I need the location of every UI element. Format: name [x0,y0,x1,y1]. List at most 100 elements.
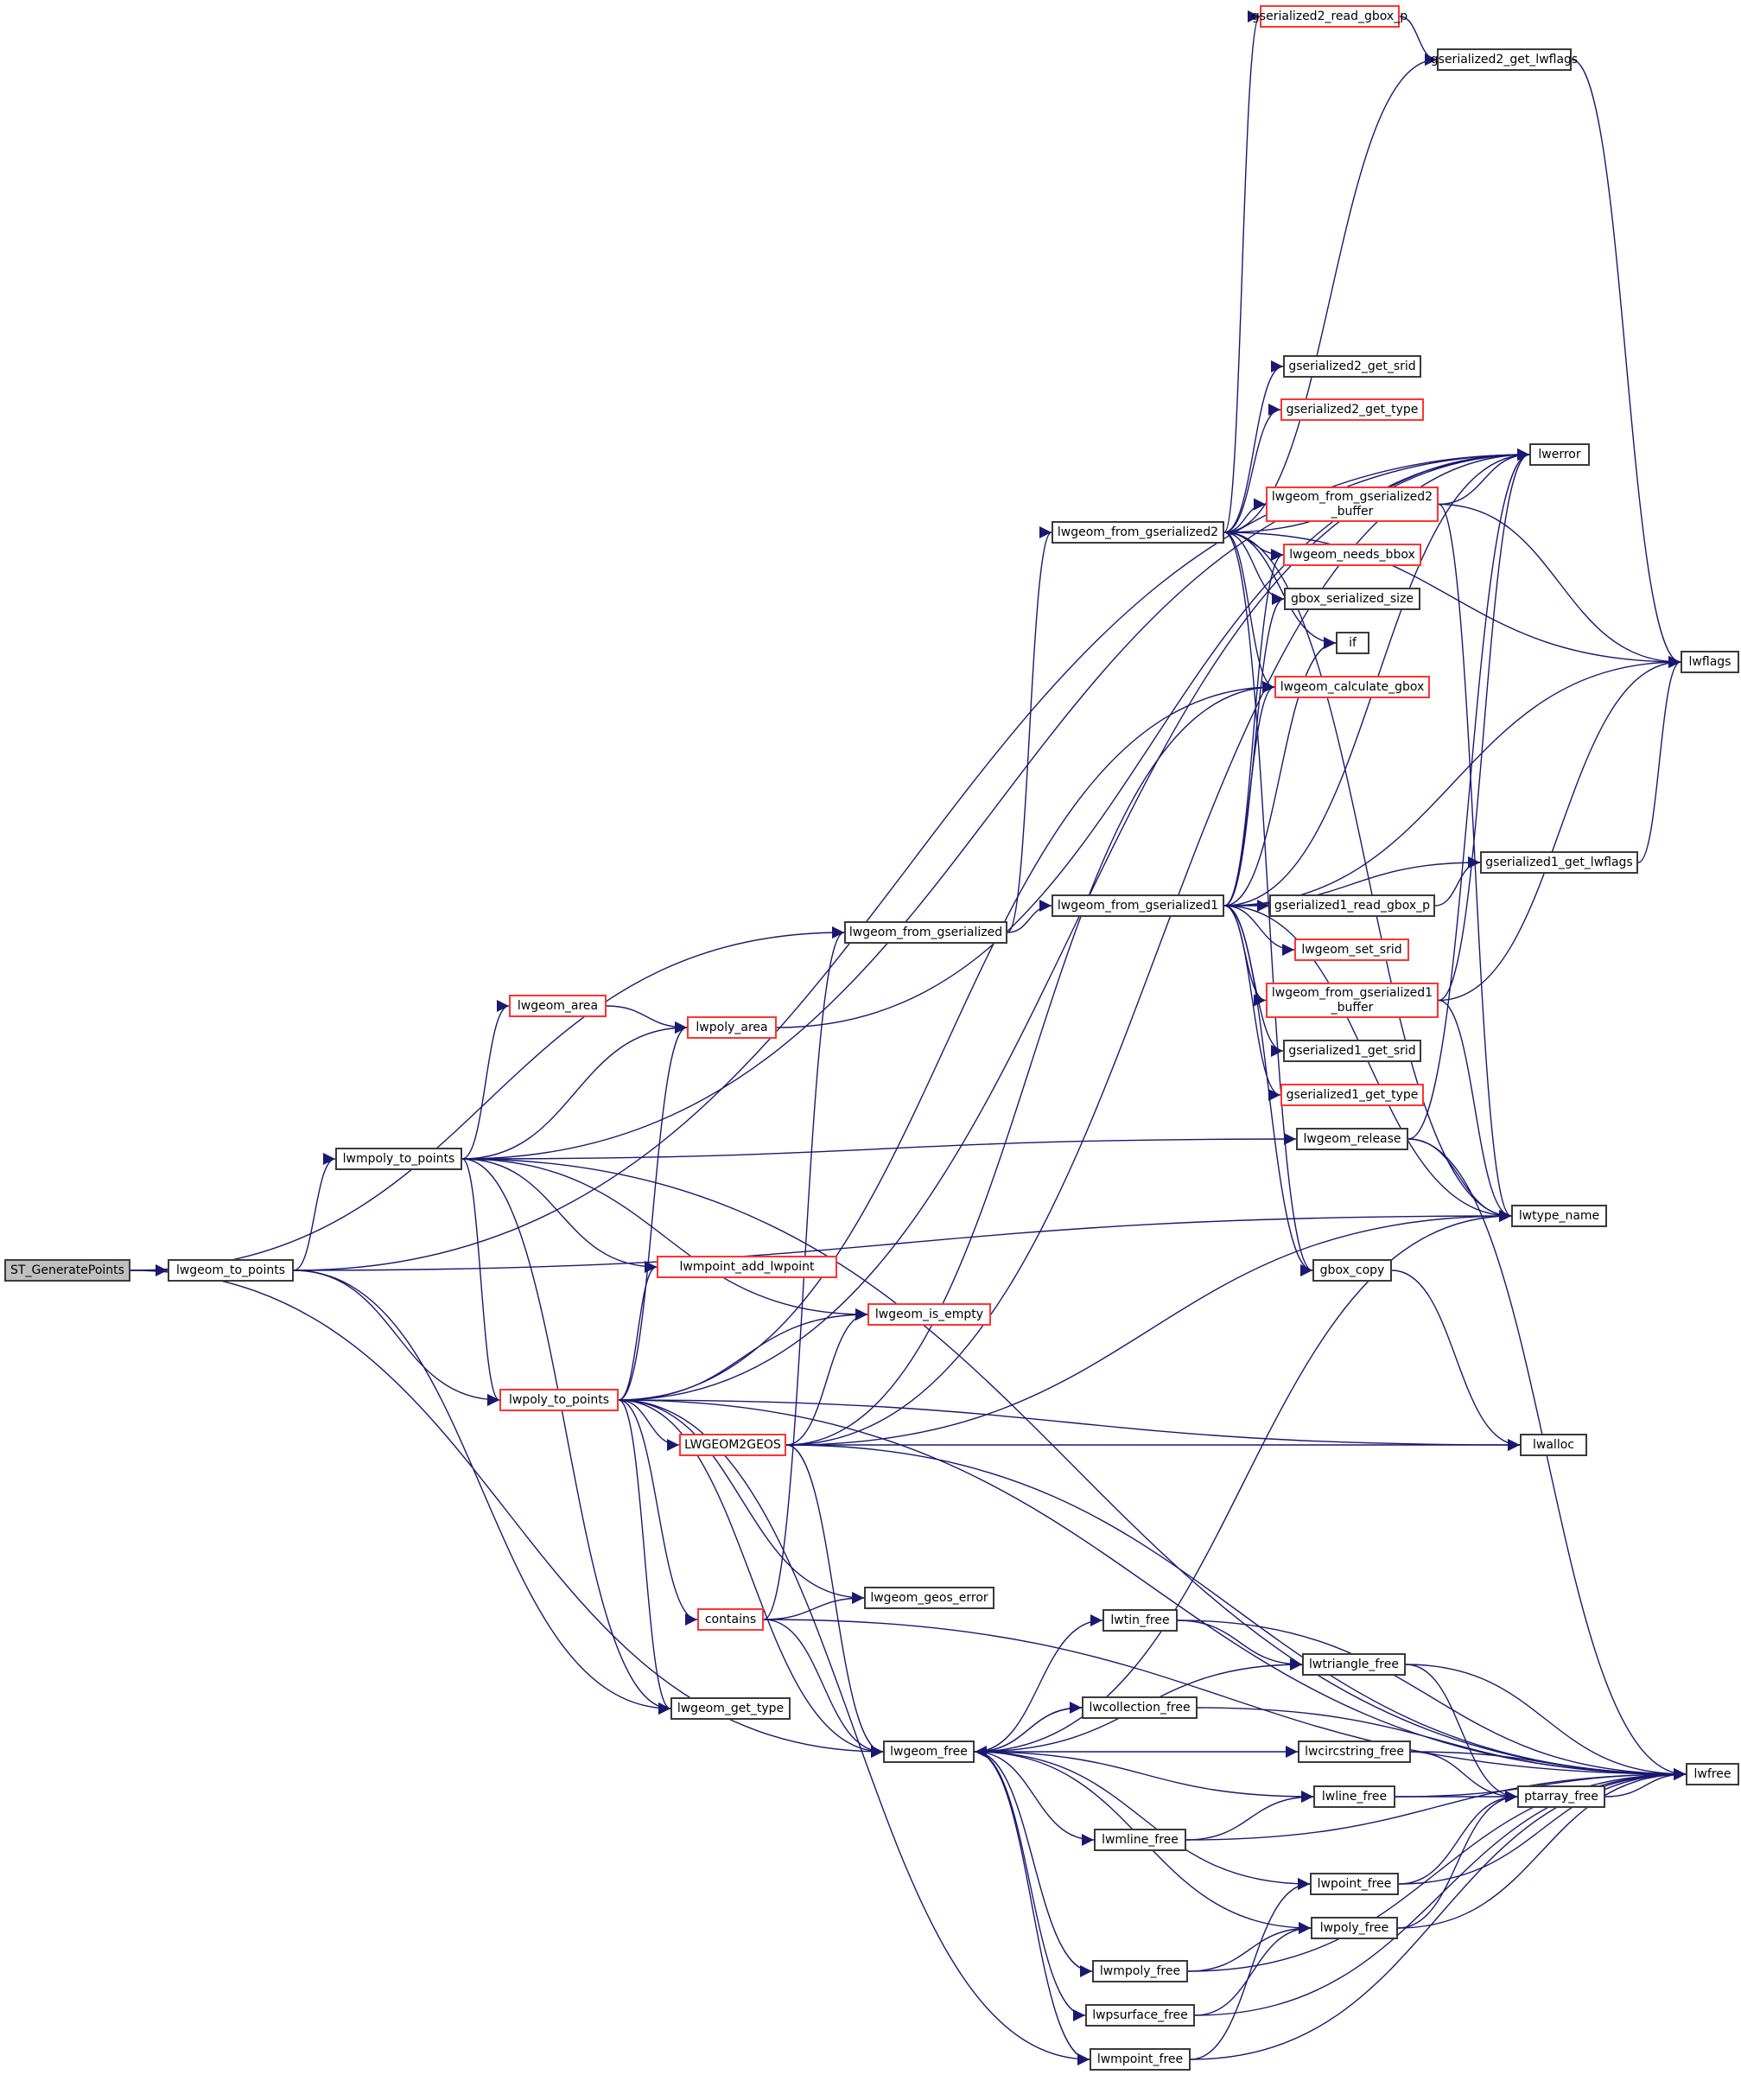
call-edge [1397,1791,1518,1929]
node-lwgeom2geos[interactable]: LWGEOM2GEOS [679,1434,786,1456]
call-edge [461,1158,868,1320]
call-edge [1223,593,1285,907]
call-edge [618,1399,680,1451]
call-edge [785,1308,868,1446]
node-lwgeom-from-gserialized1[interactable]: lwgeom_from_gserialized1 [1052,894,1224,917]
call-edge [618,1399,1090,2065]
call-edge [1197,1707,1687,1780]
node-lwgeom-from-gserialized2[interactable]: lwgeom_from_gserialized2 [1052,521,1224,544]
call-edge [1391,1270,1521,1451]
call-edge [1571,59,1681,668]
node-lwmpoly-to-points[interactable]: lwmpoly_to_points [335,1148,462,1170]
node-lwgeom-is-empty[interactable]: lwgeom_is_empty [867,1303,991,1326]
node-gbox-serialized-size[interactable]: gbox_serialized_size [1284,588,1420,610]
call-edge [618,1261,658,1401]
call-edge [1223,531,1512,1222]
node-gserialized1-get-srid[interactable]: gserialized1_get_srid [1283,1040,1421,1062]
node-lwpsurface-free[interactable]: lwpsurface_free [1085,2004,1195,2027]
call-edge [1007,900,1052,933]
node-lwalloc[interactable]: lwalloc [1520,1434,1587,1456]
node-contains[interactable]: contains [697,1608,764,1631]
call-edge [1223,549,1284,907]
call-edge [1438,656,1681,1002]
node-lwgeom-area[interactable]: lwgeom_area [509,995,607,1017]
node-lwgeom-release[interactable]: lwgeom_release [1296,1128,1408,1150]
call-edge [293,1270,671,1715]
call-edge [461,1133,1297,1160]
call-edge [1407,449,1530,1140]
node-lwmpoint-free[interactable]: lwmpoint_free [1090,2048,1191,2071]
call-edge [1405,1664,1687,1780]
call-edge [1223,905,1281,1101]
call-edge [461,1158,658,1273]
node-lwgeom-free[interactable]: lwgeom_free [883,1740,975,1763]
call-edge [1185,1791,1314,1841]
node-gserialized1-get-lwflags[interactable]: gserialized1_get_lwflags [1480,851,1638,874]
call-edge [1434,856,1481,907]
node-lwtriangle-free[interactable]: lwtriangle_free [1302,1653,1406,1676]
call-edge [974,1707,1083,1758]
call-edge [618,1399,698,1626]
node-gserialized1-read-gbox-p[interactable]: gserialized1_read_gbox_p [1269,894,1435,917]
node-lwgeom-from-gserialized2-buffer[interactable]: lwgeom_from_gserialized2 _buffer [1266,487,1439,522]
node-lwpoly-free[interactable]: lwpoly_free [1311,1917,1398,1939]
call-edge [974,1210,1512,1753]
call-edge [618,1021,688,1401]
node-lwgeom-calculate-gbox[interactable]: lwgeom_calculate_gbox [1274,676,1430,698]
node-lwgeom-geos-error[interactable]: lwgeom_geos_error [864,1587,994,1609]
node-gserialized2-read-gbox-p[interactable]: gserialized2_read_gbox_p [1252,5,1407,28]
node-lwtype-name[interactable]: lwtype_name [1511,1205,1607,1227]
node-lwgeom-set-srid[interactable]: lwgeom_set_srid [1294,939,1409,961]
call-edge [1438,449,1530,1002]
node-lwtin-free[interactable]: lwtin_free [1102,1609,1178,1632]
node-lwmpoly-free[interactable]: lwmpoly_free [1092,1960,1188,1982]
call-edge [461,1158,500,1406]
node-lwcircstring-free[interactable]: lwcircstring_free [1298,1740,1411,1763]
call-edge [1399,16,1438,66]
node-lwmpoint-add-lwpoint[interactable]: lwmpoint_add_lwpoint [657,1256,837,1278]
node-lwgeom-from-gserialized1-buffer[interactable]: lwgeom_from_gserialized1 _buffer [1266,983,1439,1018]
node-gserialized2-get-lwflags[interactable]: gserialized2_get_lwflags [1431,48,1578,71]
call-edge [1177,1620,1687,1780]
node-gserialized1-get-type[interactable]: gserialized1_get_type [1280,1084,1424,1106]
call-edge [1407,1138,1512,1222]
node-st-generatepoints: ST_GeneratePoints [4,1259,130,1282]
call-edge [1177,1620,1303,1670]
call-edge [1007,526,1052,933]
node-gserialized2-get-srid[interactable]: gserialized2_get_srid [1283,355,1421,378]
node-gserialized2-get-type[interactable]: gserialized2_get_type [1280,398,1424,421]
call-edge [1223,905,1295,956]
call-edge [974,1614,1103,1753]
node-lwfree[interactable]: lwfree [1686,1763,1739,1785]
call-edge [974,1751,1095,1846]
call-edge [461,1000,510,1160]
node-gbox-copy[interactable]: gbox_copy [1312,1259,1392,1282]
call-edge [1407,1138,1687,1780]
node-lwpoly-to-points[interactable]: lwpoly_to_points [499,1389,619,1411]
node-lwpoint-free[interactable]: lwpoint_free [1310,1873,1399,1895]
node-if[interactable]: if [1336,632,1369,654]
call-edge [1223,531,1275,693]
call-edge [785,681,1275,1446]
call-edge [618,1308,868,1401]
call-edge [974,1751,1314,1803]
node-lwerror[interactable]: lwerror [1529,443,1590,466]
call-edge [1438,999,1512,1222]
call-edge [293,1153,336,1271]
node-lwcollection-free[interactable]: lwcollection_free [1082,1696,1198,1719]
call-edge [974,1751,1093,1977]
call-edge [1194,1922,1312,2016]
node-lwmline-free[interactable]: lwmline_free [1094,1829,1186,1851]
node-lwgeom-from-gserialized[interactable]: lwgeom_from_gserialized [844,921,1007,944]
node-lwgeom-to-points[interactable]: lwgeom_to_points [168,1259,294,1282]
call-edge [1223,498,1267,533]
call-edge [974,1751,1090,2065]
node-lwpoly-area[interactable]: lwpoly_area [687,1016,777,1039]
node-lwgeom-needs-bbox[interactable]: lwgeom_needs_bbox [1283,544,1421,566]
call-edge [606,1005,688,1034]
node-lwline-free[interactable]: lwline_free [1313,1785,1395,1808]
call-edge [785,1444,1687,1780]
node-ptarray-free[interactable]: ptarray_free [1517,1785,1605,1808]
node-lwgeom-get-type[interactable]: lwgeom_get_type [670,1697,791,1720]
node-lwflags[interactable]: lwflags [1681,651,1739,673]
